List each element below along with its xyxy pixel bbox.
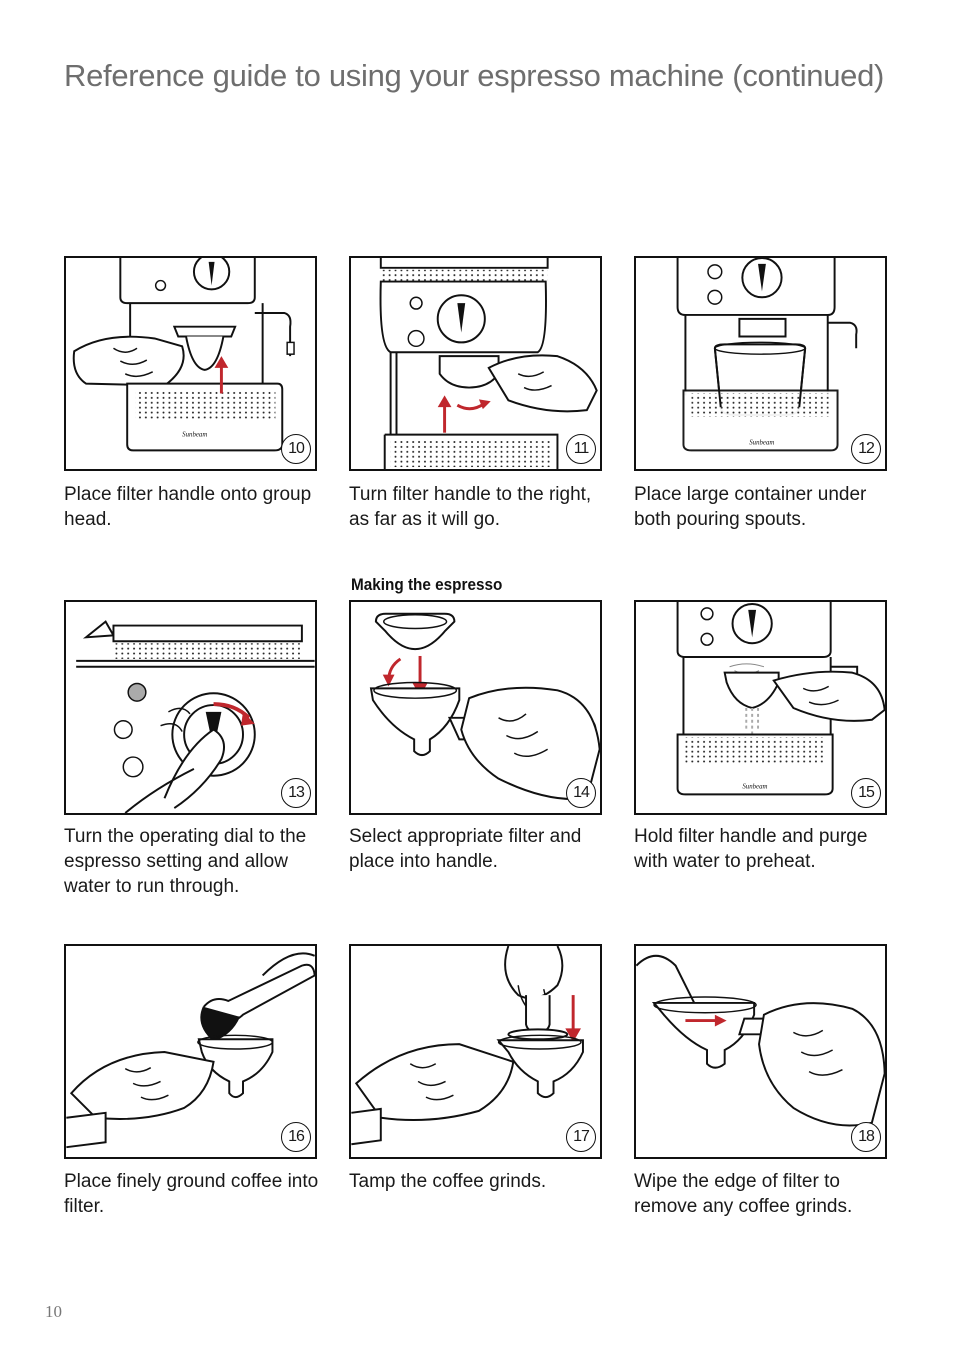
purge-water-icon: Sunbeam xyxy=(676,602,885,796)
step-number-badge: 16 xyxy=(281,1122,311,1152)
step-15-illustration: Sunbeam 15 xyxy=(634,600,887,815)
step-18-caption: Wipe the edge of filter to remove any co… xyxy=(634,1171,853,1217)
step-number-badge: 10 xyxy=(281,434,311,464)
step-10-illustration: Sunbeam 10 xyxy=(64,256,317,471)
svg-text:Sunbeam: Sunbeam xyxy=(182,432,207,439)
step-16-caption: Place finely ground coffee into filter. xyxy=(64,1171,319,1217)
step-number-badge: 17 xyxy=(566,1122,596,1152)
wipe-edge-icon xyxy=(636,954,885,1127)
machine-filter-handle-turn-icon xyxy=(379,258,598,469)
step-17-caption: Tamp the coffee grinds. xyxy=(349,1171,547,1192)
step-14-illustration: 14 xyxy=(349,600,602,815)
page-number: 10 xyxy=(45,1302,62,1321)
machine-filter-handle-up-icon: Sunbeam xyxy=(72,258,295,452)
step-13-illustration: 13 xyxy=(64,600,317,815)
step-number-badge: 15 xyxy=(851,778,881,808)
step-number-badge: 18 xyxy=(851,1122,881,1152)
step-12-illustration: Sunbeam 12 xyxy=(634,256,887,471)
step-number-badge: 12 xyxy=(851,434,881,464)
step-15-caption: Hold filter handle and purge with water … xyxy=(634,826,868,872)
machine-container-icon: Sunbeam xyxy=(676,258,858,452)
coffee-into-filter-icon xyxy=(66,952,315,1149)
page-title: Reference guide to using your espresso m… xyxy=(64,58,885,93)
step-11-caption: Turn filter handle to the right, as far … xyxy=(349,484,592,530)
tamp-icon xyxy=(351,946,584,1146)
step-14-caption: Select appropriate filter and place into… xyxy=(349,826,582,872)
step-17-illustration: 17 xyxy=(349,944,602,1159)
step-16-illustration: 16 xyxy=(64,944,317,1159)
step-12-caption: Place large container under both pouring… xyxy=(634,484,867,530)
svg-text:Sunbeam: Sunbeam xyxy=(742,783,767,790)
operating-dial-icon xyxy=(76,620,315,813)
step-11-illustration: 11 xyxy=(349,256,602,471)
step-number-badge: 14 xyxy=(566,778,596,808)
filter-into-handle-icon xyxy=(369,612,600,801)
step-number-badge: 13 xyxy=(281,778,311,808)
step-18-illustration: 18 xyxy=(634,944,887,1159)
section-heading: Making the espresso xyxy=(351,575,503,594)
step-10-caption: Place filter handle onto group head. xyxy=(64,484,312,530)
step-13-caption: Turn the operating dial to the espresso … xyxy=(64,826,307,897)
step-number-badge: 11 xyxy=(566,434,596,464)
svg-text:Sunbeam: Sunbeam xyxy=(749,439,774,446)
